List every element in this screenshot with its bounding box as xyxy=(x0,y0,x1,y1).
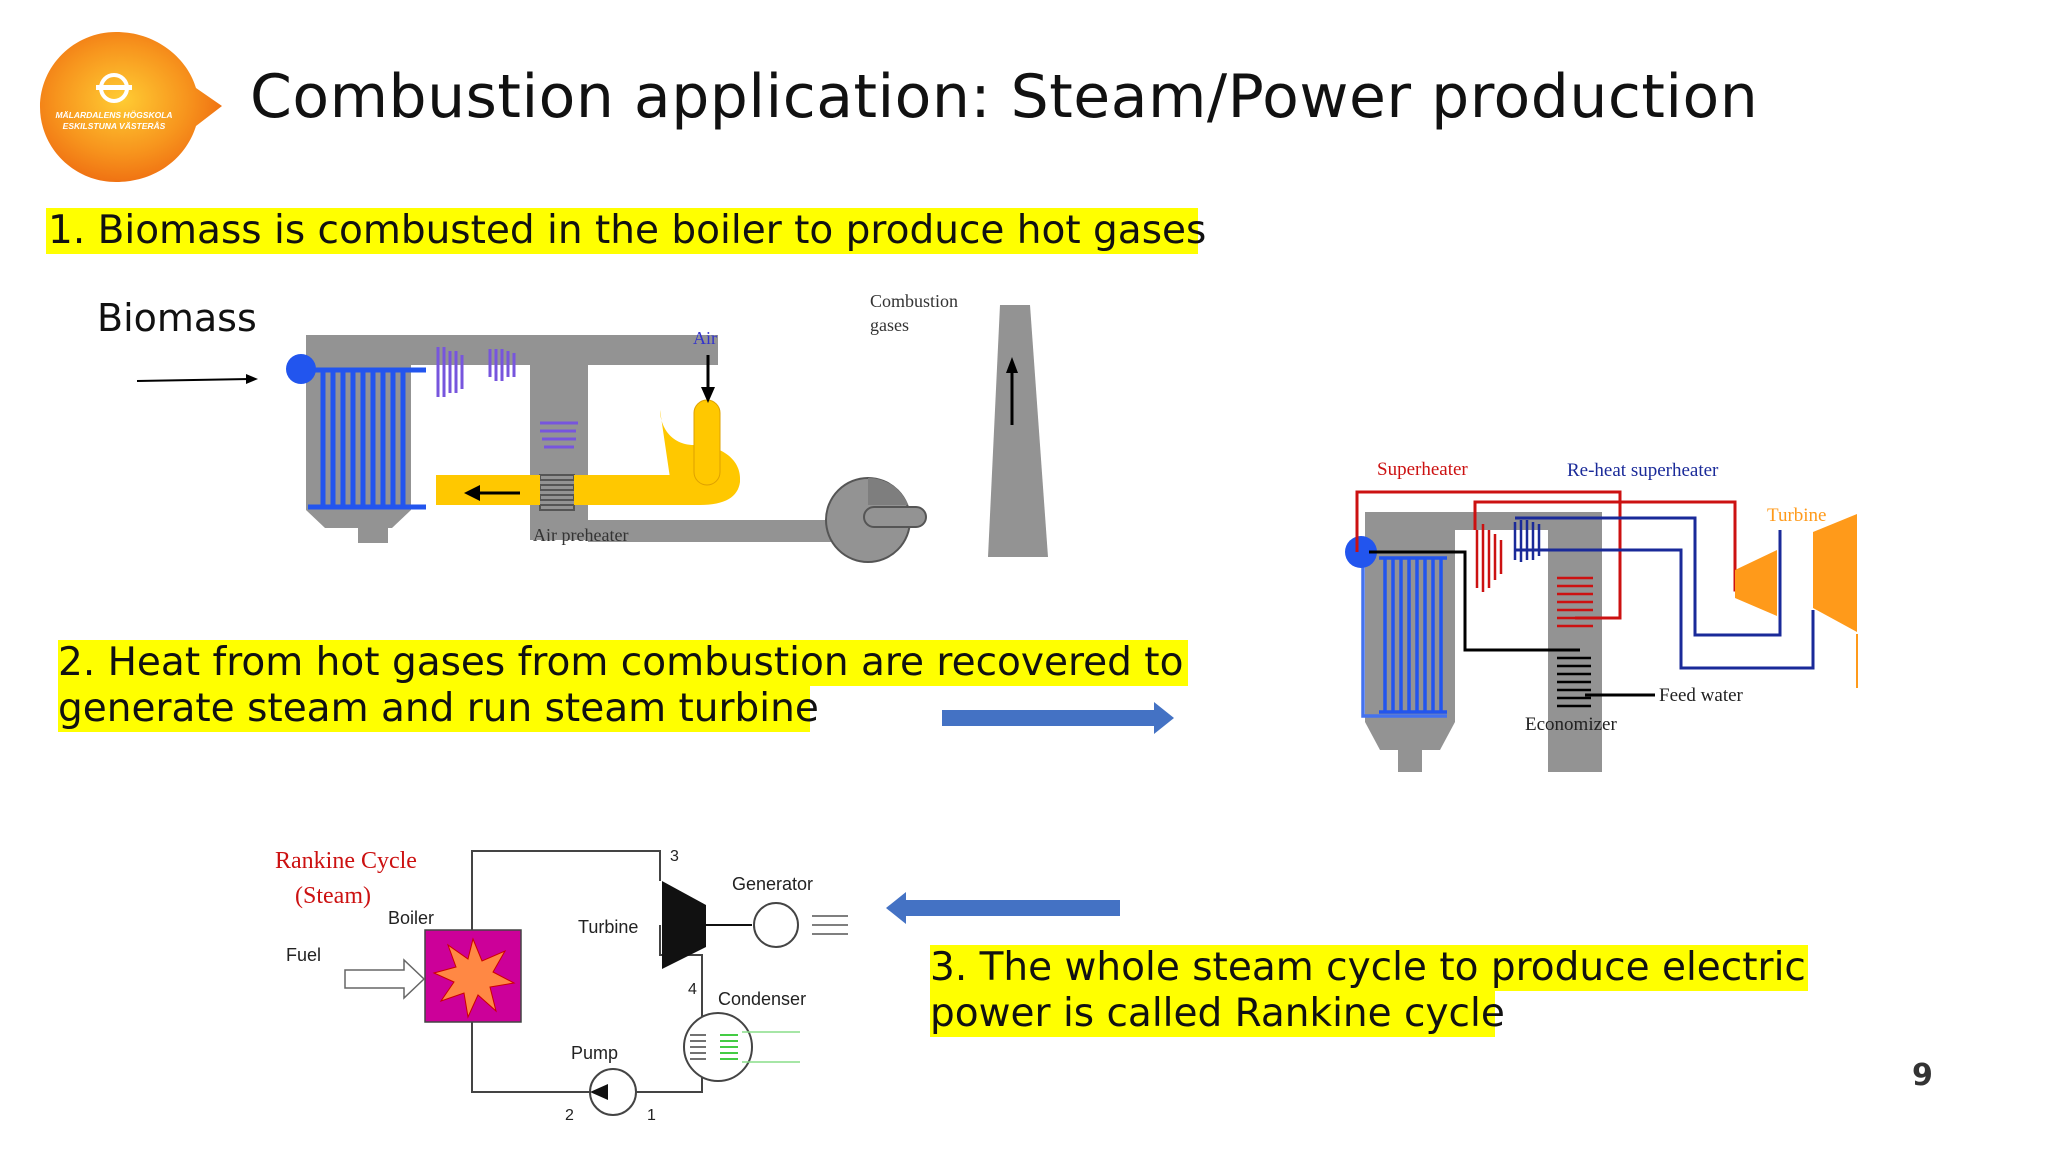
boiler-label: Boiler xyxy=(388,908,434,928)
air-duct xyxy=(436,355,741,505)
rankine-cycle-diagram: Rankine Cycle (Steam) Boiler Fuel Turbin… xyxy=(275,848,848,1124)
turbine-icon xyxy=(1735,514,1857,632)
boiler-tubes xyxy=(308,367,426,510)
arrow-left-icon xyxy=(886,892,1120,924)
steam-boiler-tubes xyxy=(1361,554,1447,718)
step3-line1: 3. The whole steam cycle to produce elec… xyxy=(930,945,1808,991)
step2-text: 2. Heat from hot gases from combustion a… xyxy=(58,640,1188,732)
boiler-icon xyxy=(424,929,522,1023)
economizer-coil xyxy=(1557,656,1591,708)
fuel-label: Fuel xyxy=(286,945,321,965)
turbine-label: Turbine xyxy=(1767,505,1826,526)
superheater-pipe xyxy=(1355,490,1622,620)
boiler-diagram: Air Combustion gases Air preheater xyxy=(136,291,1048,563)
pump-icon xyxy=(589,1068,637,1116)
reheat-superheater-label: Re-heat superheater xyxy=(1567,460,1719,481)
combustion-gases-label-line2: gases xyxy=(870,315,909,335)
superheater-label: Superheater xyxy=(1377,459,1468,480)
fuel-arrow-icon xyxy=(344,958,426,1000)
biomass-label: Biomass xyxy=(97,296,257,340)
rankine-title-line2: (Steam) xyxy=(295,883,371,909)
loop-line-top xyxy=(471,850,661,930)
red-superheater-coil xyxy=(1475,524,1593,628)
generator-label: Generator xyxy=(732,874,813,894)
state-1-label: 1 xyxy=(647,1107,656,1124)
steam-boiler-diagram: Superheater Re-heat superheater Turbine … xyxy=(1345,459,1858,772)
reheat-pipe xyxy=(1515,516,1782,637)
generator-icon xyxy=(753,902,848,948)
fan-icon xyxy=(825,477,927,563)
step3-text: 3. The whole steam cycle to produce elec… xyxy=(930,945,1808,1037)
logo-emblem-icon xyxy=(96,73,132,103)
superheater-coils xyxy=(436,347,578,449)
economizer-label: Economizer xyxy=(1525,714,1617,735)
condenser-icon xyxy=(683,1012,800,1082)
university-logo: MÄLARDALENS HÖGSKOLA ESKILSTUNA VÄSTERÅS xyxy=(40,32,222,182)
step2-line1: 2. Heat from hot gases from combustion a… xyxy=(58,640,1188,686)
page-number: 9 xyxy=(1912,1058,1933,1093)
blue-reheat-coil xyxy=(1513,520,1541,562)
condenser-label: Condenser xyxy=(718,989,806,1009)
arrow-right-icon xyxy=(942,702,1174,734)
rankine-turbine-label: Turbine xyxy=(578,917,638,937)
air-preheater-label: Air preheater xyxy=(533,525,628,545)
loop-line-right xyxy=(636,925,703,1093)
step1-text: 1. Biomass is combusted in the boiler to… xyxy=(46,208,1207,254)
page-title: Combustion application: Steam/Power prod… xyxy=(250,62,1759,132)
pump-label: Pump xyxy=(571,1043,618,1063)
rankine-title-line1: Rankine Cycle xyxy=(275,848,417,874)
state-4-label: 4 xyxy=(688,981,697,998)
state-2-label: 2 xyxy=(565,1107,574,1124)
rankine-turbine-icon xyxy=(662,881,706,969)
steam-boiler-body xyxy=(1365,512,1602,772)
reheat-outlet-pipe xyxy=(1515,548,1815,670)
step3-line2: power is called Rankine cycle xyxy=(930,991,1505,1037)
state-3-label: 3 xyxy=(670,848,679,865)
air-label: Air xyxy=(693,328,717,348)
biomass-arrow-icon xyxy=(136,374,258,384)
steam-drum-2 xyxy=(1345,536,1377,568)
logo-text-line1: MÄLARDALENS HÖGSKOLA xyxy=(55,110,172,120)
feed-water-label: Feed water xyxy=(1659,685,1744,706)
chimney-stack xyxy=(988,305,1048,557)
combustion-gases-label-line1: Combustion xyxy=(870,291,958,311)
step2-line2: generate steam and run steam turbine xyxy=(58,686,819,732)
steam-drum xyxy=(286,354,316,384)
logo-text-line2: ESKILSTUNA VÄSTERÅS xyxy=(63,121,166,131)
economizer-pipe xyxy=(1369,550,1580,652)
